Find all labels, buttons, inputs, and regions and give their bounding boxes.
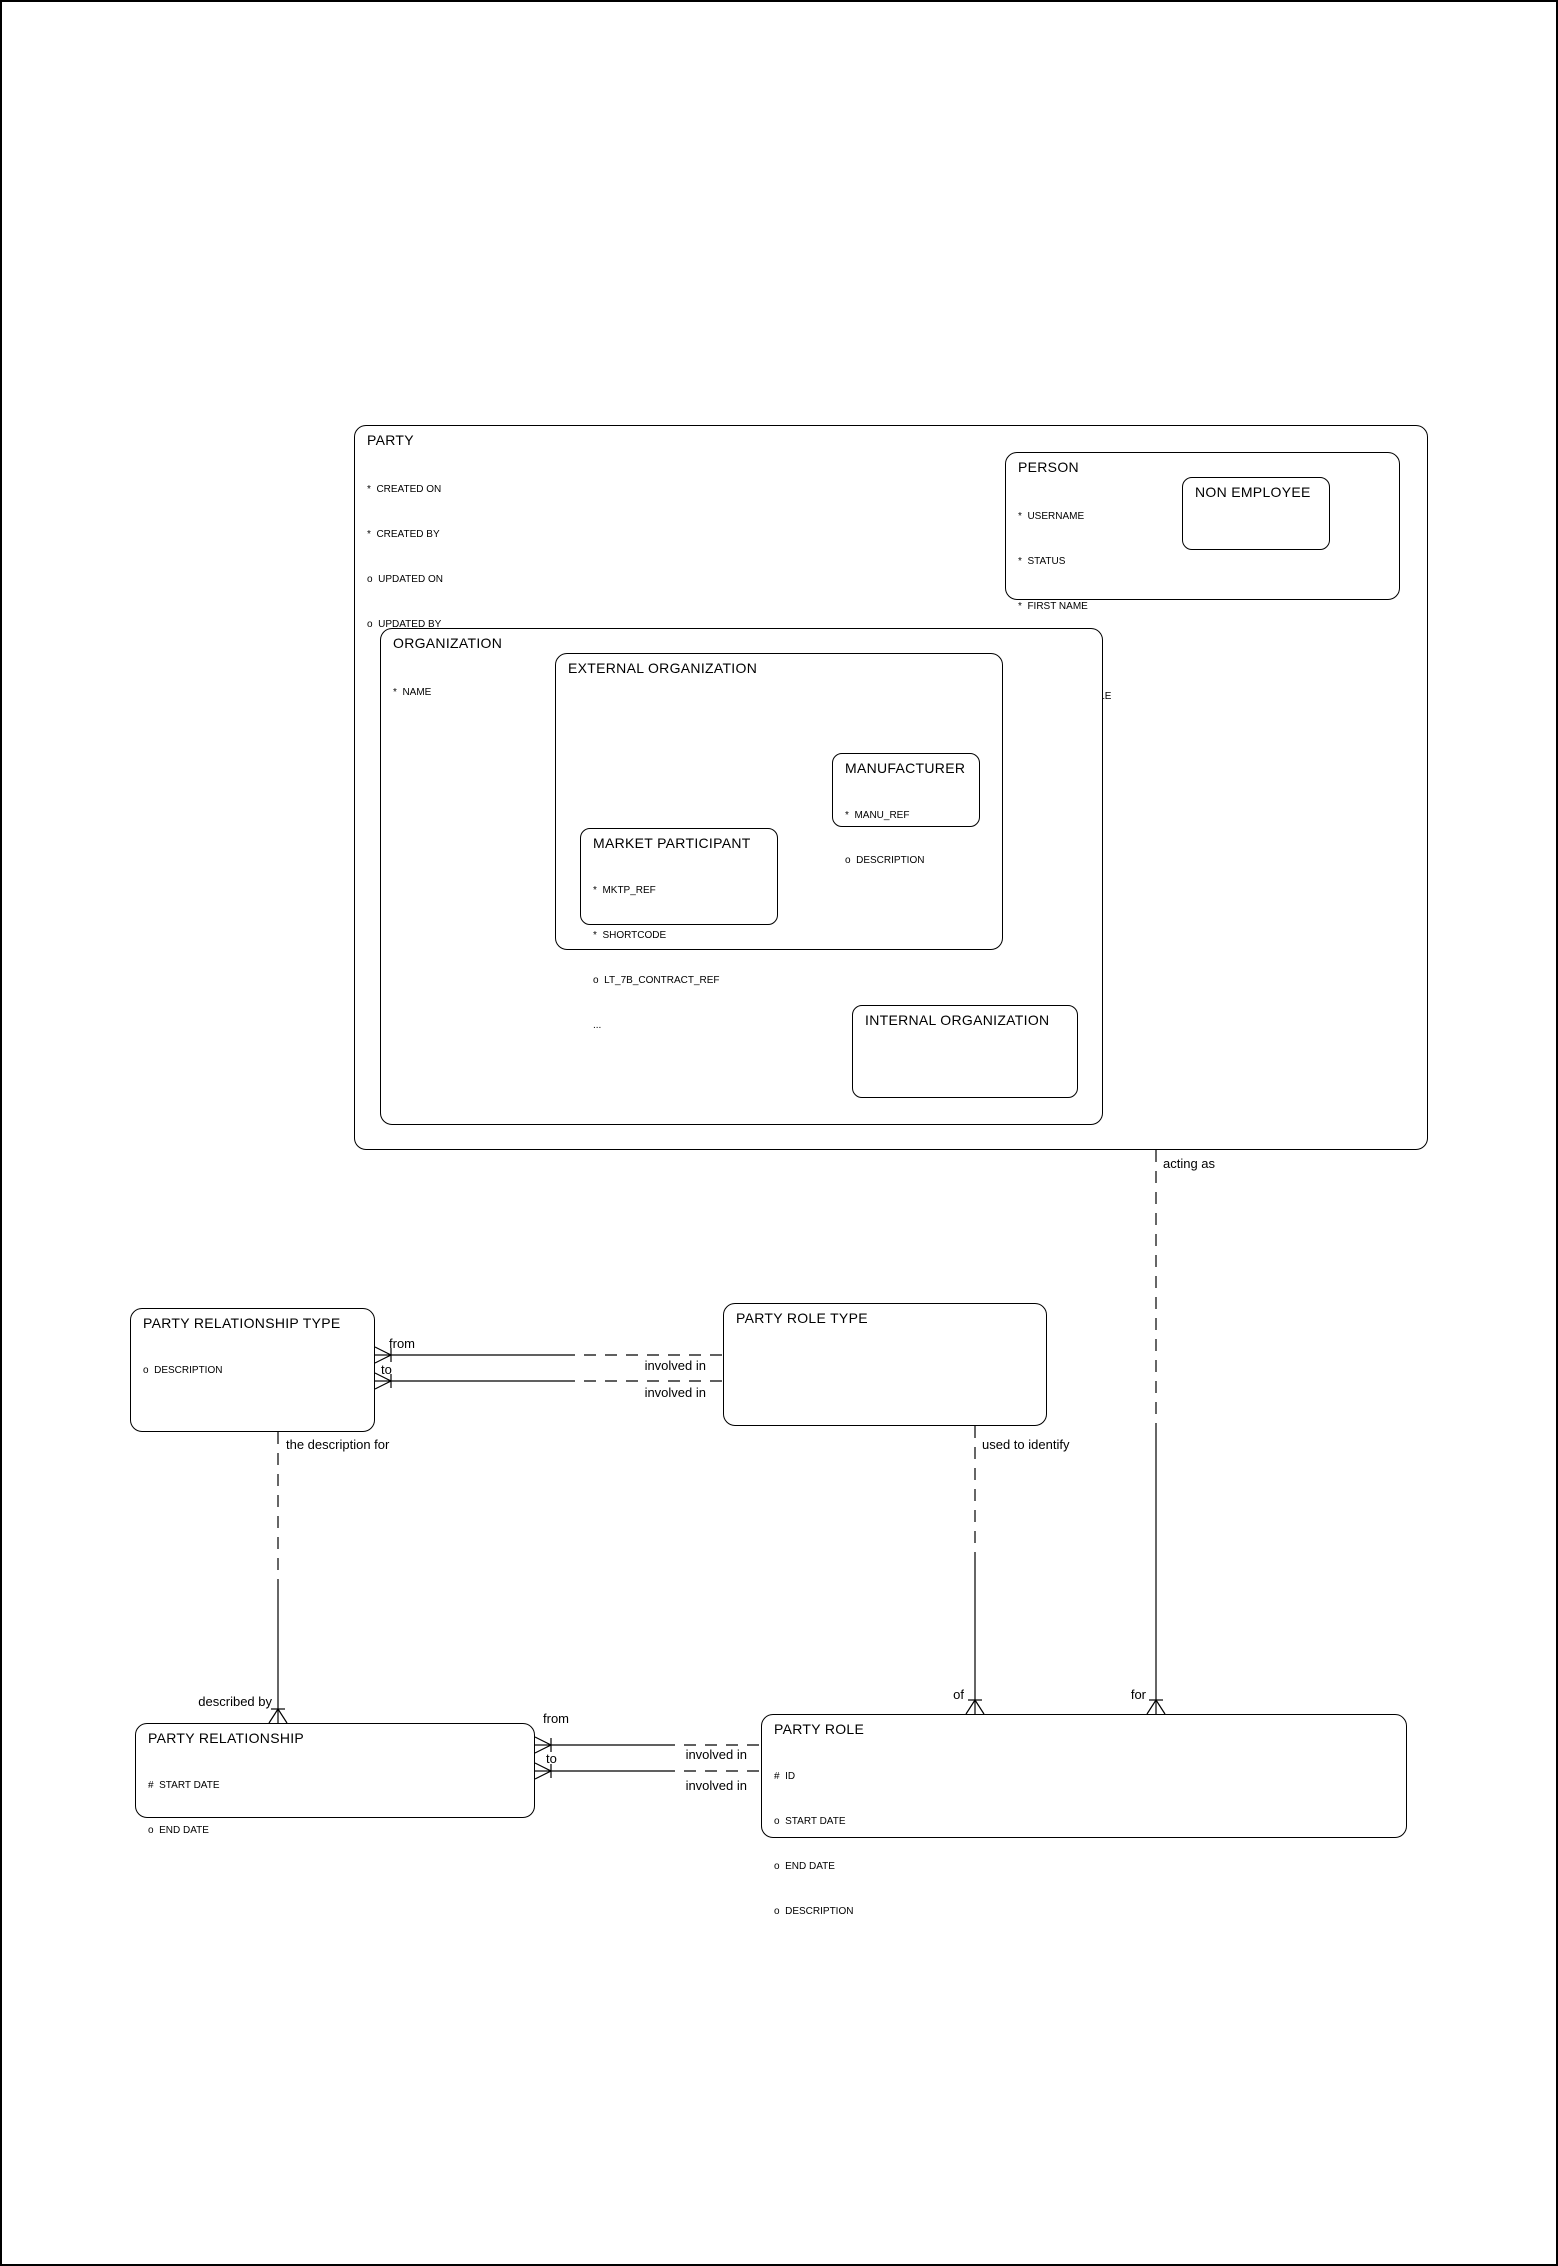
entity-party-relationship-type-title: PARTY RELATIONSHIP TYPE — [143, 1315, 341, 1331]
entity-organization-attributes: * NAME — [393, 655, 1090, 730]
entity-organization-title: ORGANIZATION — [393, 635, 503, 651]
attribute-row: # ID — [774, 1771, 796, 1782]
attribute-row: * FIRST NAME — [1018, 601, 1088, 612]
entity-manufacturer-title: MANUFACTURER — [845, 760, 966, 776]
label-described-by: described by — [198, 1694, 272, 1709]
attribute-row: # START DATE — [148, 1780, 220, 1791]
attribute-row: o LT_7B_CONTRACT_REF — [593, 975, 720, 986]
entity-party-role-type[interactable]: PARTY ROLE TYPE — [723, 1303, 1047, 1426]
attribute-row: o UPDATED BY — [367, 619, 442, 630]
label-used-to-identify: used to identify — [982, 1437, 1070, 1452]
crowfoot-for — [1146, 1698, 1166, 1715]
entity-internal-organization[interactable]: INTERNAL ORGANIZATION — [852, 1005, 1078, 1098]
entity-party-role-attributes: # ID o START DATE o END DATE o DESCRIPTI… — [774, 1739, 1394, 1949]
entity-market-participant-attributes: * MKTP_REF * SHORTCODE o LT_7B_CONTRACT_… — [593, 853, 765, 1063]
attribute-row: o DESCRIPTION — [774, 1906, 854, 1917]
entity-market-participant[interactable]: MARKET PARTICIPANT * MKTP_REF * SHORTCOD… — [580, 828, 778, 1031]
attribute-row: o END DATE — [774, 1861, 835, 1872]
entity-party-role[interactable]: PARTY ROLE # ID o START DATE o END DATE … — [761, 1714, 1407, 1917]
attribute-row: * MANU_REF — [845, 810, 910, 821]
entity-party-title: PARTY — [367, 432, 414, 448]
attribute-row: o END DATE — [148, 1825, 209, 1836]
attribute-row: * NAME — [393, 687, 432, 698]
label-of: of — [953, 1687, 964, 1702]
label-for: for — [1130, 1687, 1146, 1702]
attribute-row: * USERNAME — [1018, 511, 1085, 522]
label-the-description-for: the description for — [286, 1437, 390, 1452]
entity-manufacturer-attributes: * MANU_REF o DESCRIPTION — [845, 778, 967, 898]
label-type-involved-in-b: involved in — [644, 1385, 706, 1400]
attribute-row: * CREATED BY — [367, 529, 440, 540]
crowfoot-of — [965, 1698, 985, 1715]
entity-party-relationship[interactable]: PARTY RELATIONSHIP # START DATE o END DA… — [135, 1723, 535, 1836]
label-type-to: to — [381, 1362, 392, 1377]
attribute-row: o START DATE — [774, 1816, 846, 1827]
entity-party-relationship-title: PARTY RELATIONSHIP — [148, 1730, 305, 1746]
attribute-row: * SHORTCODE — [593, 930, 667, 941]
label-type-involved-in-a: involved in — [644, 1358, 706, 1373]
attribute-row: o DESCRIPTION — [143, 1365, 223, 1376]
entity-party-relationship-type-attributes: o DESCRIPTION — [143, 1333, 362, 1408]
entity-party-relationship-attributes: # START DATE o END DATE — [148, 1748, 522, 1868]
entity-person-title: PERSON — [1018, 459, 1079, 475]
attribute-row: o UPDATED ON — [367, 574, 443, 585]
entity-manufacturer[interactable]: MANUFACTURER * MANU_REF o DESCRIPTION — [832, 753, 980, 866]
label-rel-to: to — [546, 1751, 557, 1766]
entity-non-employee[interactable]: NON EMPLOYEE — [1182, 477, 1330, 550]
label-rel-involved-in-a: involved in — [685, 1747, 747, 1762]
entity-non-employee-title: NON EMPLOYEE — [1195, 484, 1311, 500]
attribute-row: o DESCRIPTION — [845, 855, 925, 866]
attribute-row: * MKTP_REF — [593, 885, 656, 896]
crowfoot-described-by — [268, 1707, 288, 1724]
entity-party-role-type-title: PARTY ROLE TYPE — [736, 1310, 868, 1326]
label-rel-involved-in-b: involved in — [685, 1778, 747, 1793]
entity-party-attributes: * CREATED ON * CREATED BY o UPDATED ON o… — [367, 452, 1415, 662]
entity-party-relationship-type[interactable]: PARTY RELATIONSHIP TYPE o DESCRIPTION — [130, 1308, 375, 1432]
entity-party-role-title: PARTY ROLE — [774, 1721, 865, 1737]
entity-internal-organization-title: INTERNAL ORGANIZATION — [865, 1012, 1050, 1028]
attribute-row: * CREATED ON — [367, 484, 442, 495]
attribute-row: * STATUS — [1018, 556, 1066, 567]
entity-market-participant-title: MARKET PARTICIPANT — [593, 835, 751, 851]
label-rel-from: from — [543, 1711, 569, 1726]
entity-external-organization-title: EXTERNAL ORGANIZATION — [568, 660, 758, 676]
attribute-row: ... — [593, 1020, 602, 1031]
label-type-from: from — [389, 1336, 415, 1351]
label-acting-as: acting as — [1163, 1156, 1216, 1171]
